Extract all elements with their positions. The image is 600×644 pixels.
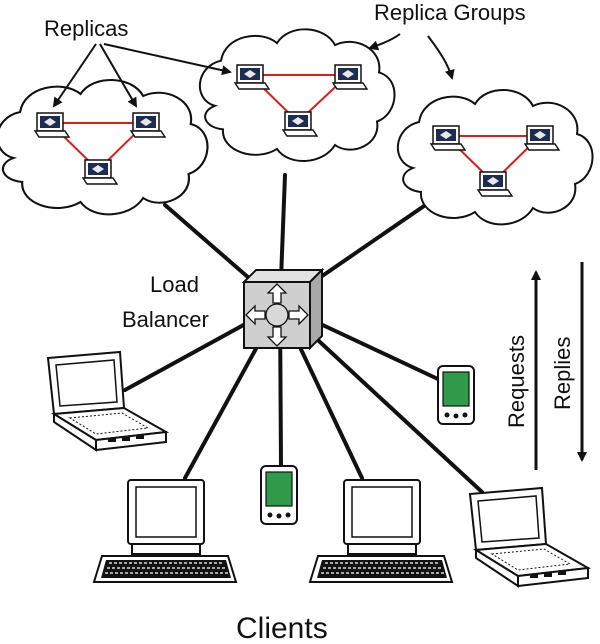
router-hub-icon [245, 283, 309, 347]
load-balancer [241, 267, 325, 351]
pda-icon [437, 365, 475, 425]
laptop-icon [47, 351, 167, 451]
clients-label: Clients [236, 612, 328, 644]
replica-group-left [0, 78, 209, 216]
replica-groups-label: Replica Groups [374, 0, 526, 25]
replica-groups-pointer-arrows [368, 33, 455, 80]
laptop-icon [469, 487, 589, 587]
pda-icon [260, 465, 298, 525]
load-balancer-label-line1: Load [150, 272, 199, 297]
desktop-computer-icon [93, 479, 237, 583]
desktop-computer-icon [309, 479, 453, 583]
replica-group-middle [198, 28, 396, 163]
replicas-pointer-arrows [52, 43, 232, 108]
requests-label: Requests [504, 335, 529, 428]
replicas-label: Replicas [44, 16, 128, 41]
replica-group-right [396, 88, 594, 226]
replies-label: Replies [550, 337, 575, 410]
load-balancer-label-line2: Balancer [122, 307, 209, 332]
